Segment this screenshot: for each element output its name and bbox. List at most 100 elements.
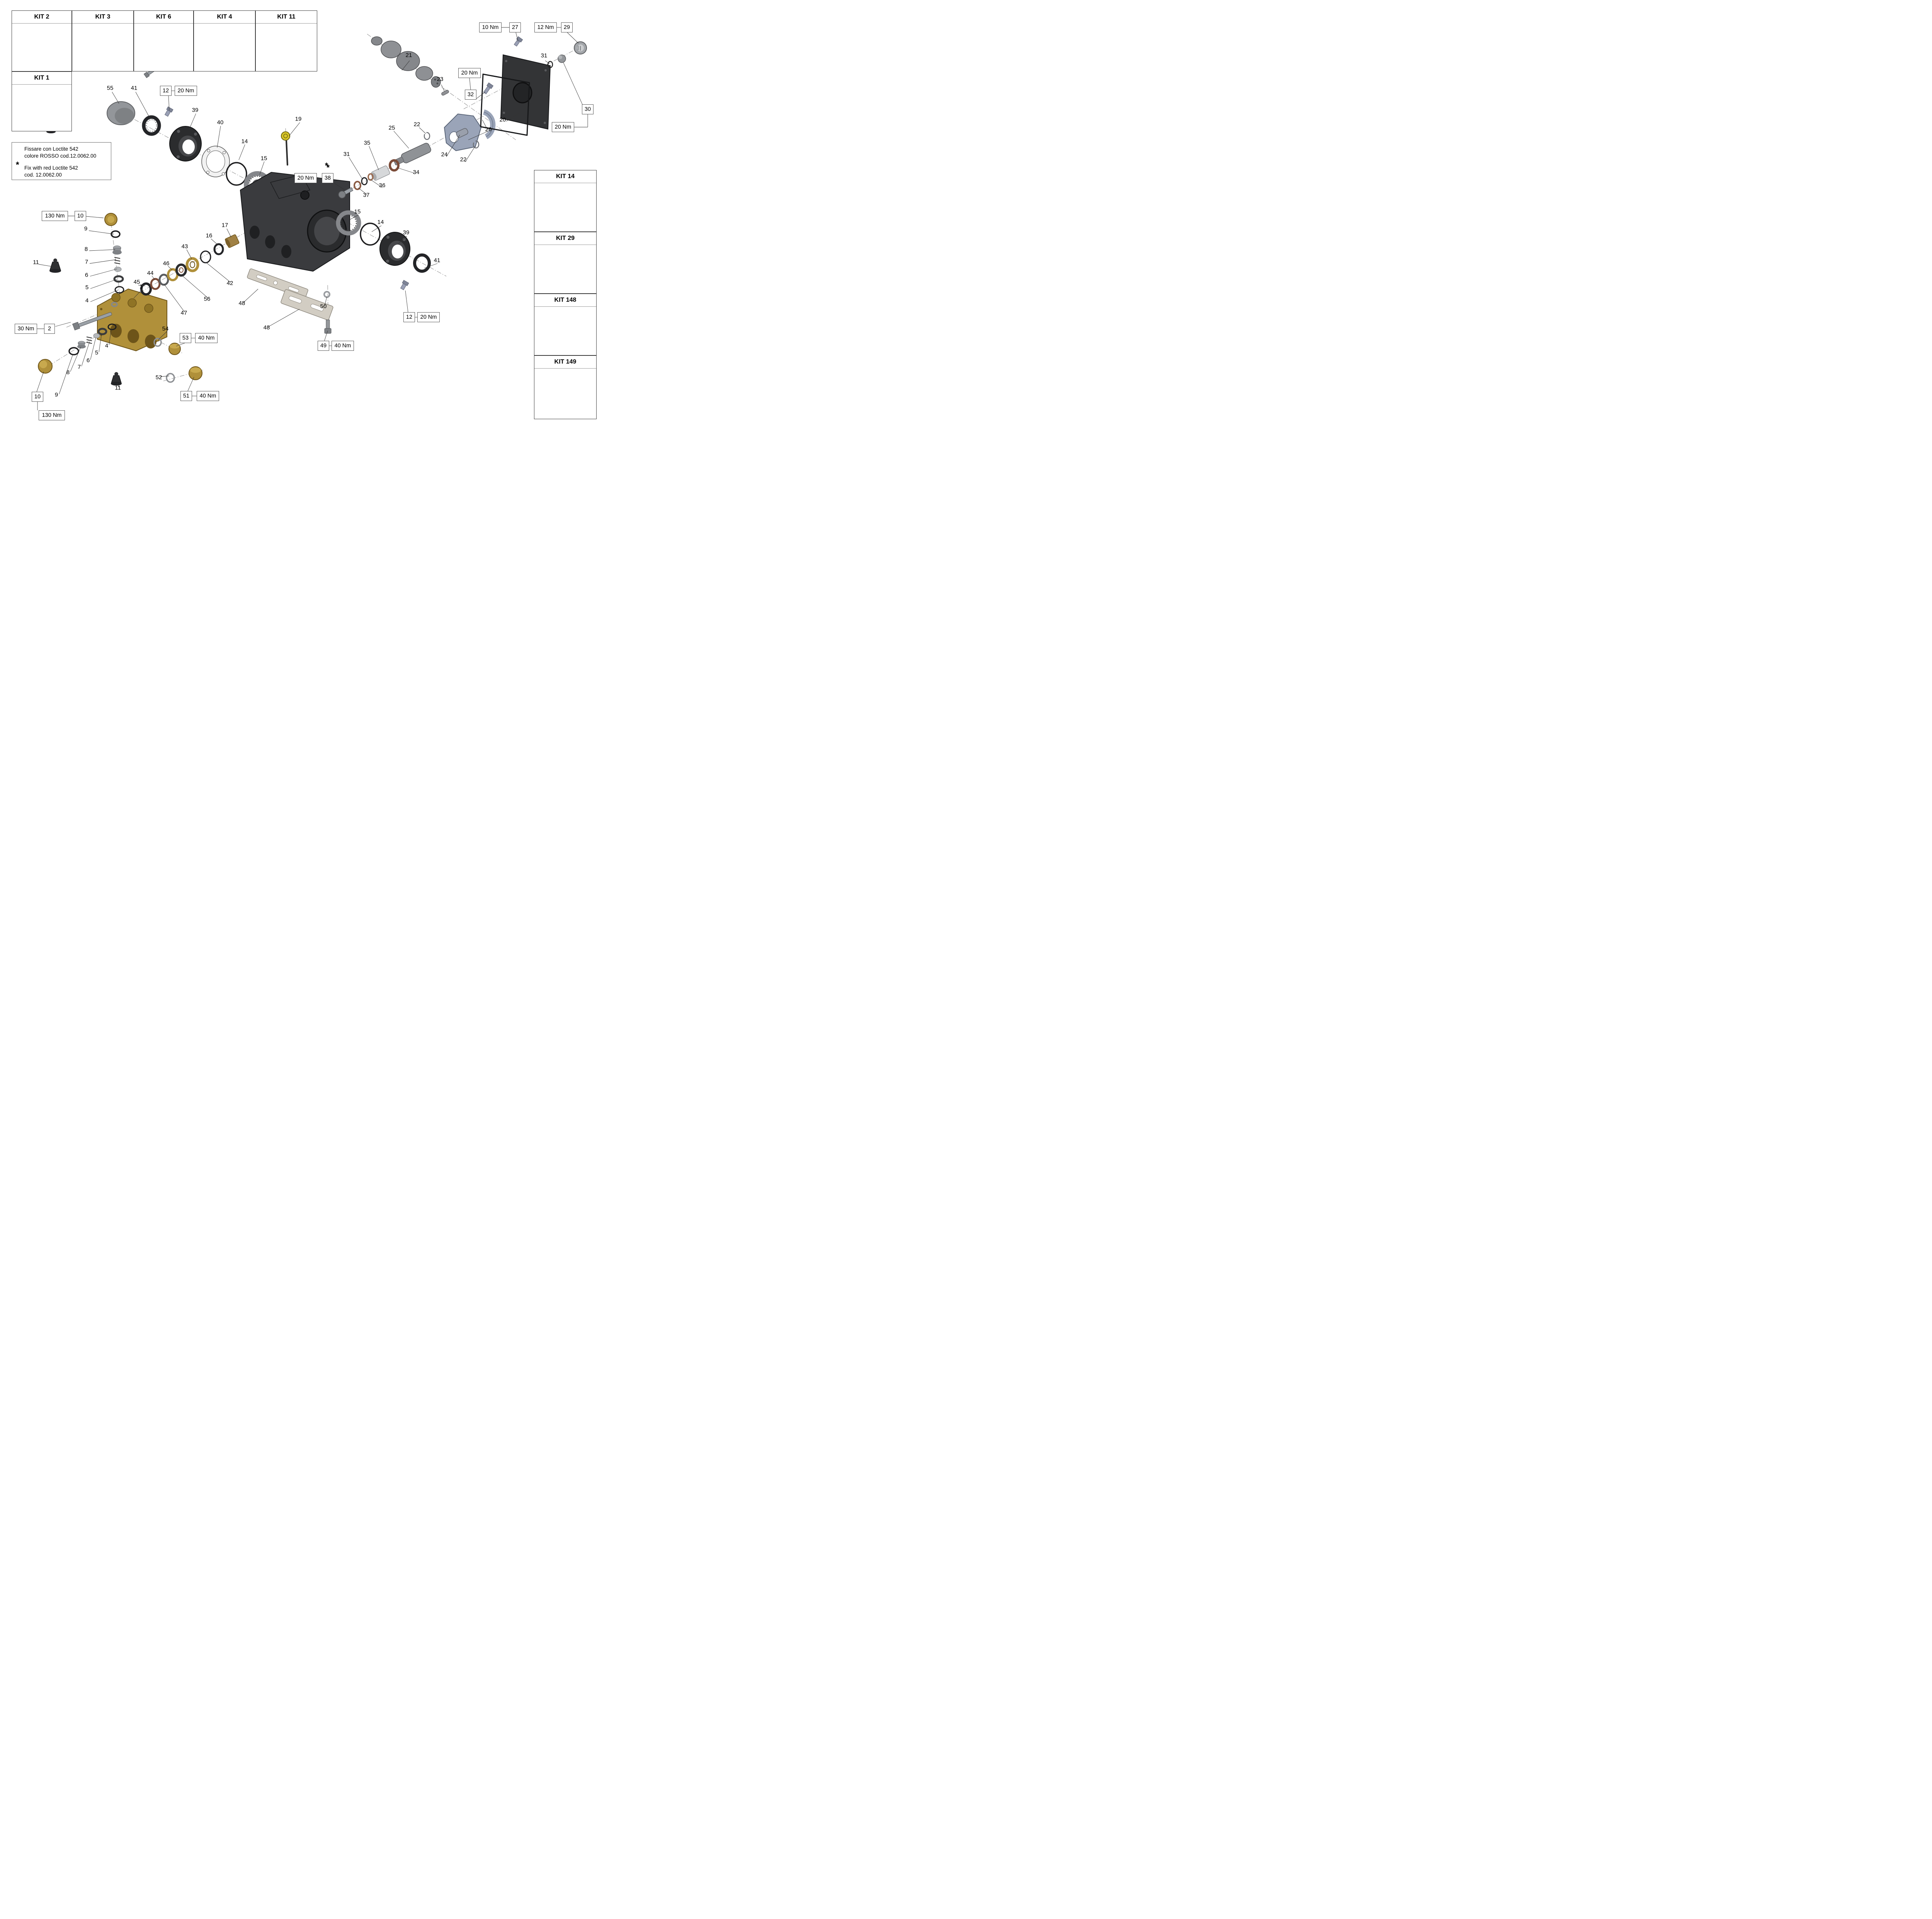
leader-line (90, 337, 96, 360)
kit-title: KIT 1 (12, 72, 71, 85)
part-box-49: 49 (318, 341, 329, 351)
kit-title: KIT 11 (256, 11, 317, 24)
o-ring-9-lower (68, 347, 79, 355)
leader-line (419, 127, 426, 134)
callout-1: 1 (139, 283, 143, 290)
kit-title: KIT 3 (72, 11, 133, 24)
callout-54: 54 (162, 325, 169, 332)
leader-line (186, 249, 192, 259)
o-ring-9-upper (111, 230, 121, 238)
note-it-line2: colore ROSSO cod.12.0062.00 (24, 153, 97, 159)
leader-line (99, 333, 102, 352)
leader-line (358, 187, 367, 195)
callout-6: 6 (86, 357, 90, 364)
washer-34 (389, 159, 400, 172)
asterisk-marker: * (326, 163, 330, 172)
callout-21: 21 (405, 52, 412, 59)
leader-line (268, 309, 300, 327)
callout-7: 7 (77, 364, 81, 371)
leader-line (567, 32, 579, 44)
kit-box-kit-1: KIT 1 (12, 71, 72, 131)
torque-box-40-nm: 40 Nm (195, 333, 218, 343)
oil-seal-41-right (413, 253, 431, 273)
seat-5-lower (97, 328, 107, 335)
torque-box-20-nm: 20 Nm (294, 173, 317, 183)
leader-line (181, 275, 209, 299)
o-ring-14-left (226, 162, 247, 186)
leader-line (289, 122, 300, 136)
callout-11: 11 (115, 384, 121, 391)
leader-line (135, 92, 150, 119)
callout-4: 4 (85, 297, 89, 304)
callout-56: 56 (204, 296, 211, 303)
callout-31: 31 (541, 52, 548, 59)
callout-20: 20 (499, 116, 506, 123)
callout-15: 15 (260, 155, 267, 162)
part-box-38: 38 (322, 173, 333, 183)
kit-box-kit-14: KIT 14 (534, 170, 597, 232)
brass-plug-53 (168, 343, 181, 355)
leader-line (38, 264, 53, 267)
callout-16: 16 (206, 232, 213, 239)
callout-41: 41 (131, 85, 138, 92)
leader-line (176, 343, 185, 347)
washer-47 (158, 274, 169, 286)
torque-box-20-nm: 20 Nm (458, 68, 481, 78)
loctite-note: * Fissare con Loctite 542 colore ROSSO c… (12, 142, 111, 180)
valve-8-lower (77, 341, 86, 348)
callout-22: 22 (413, 121, 420, 128)
disc-6-lower (93, 333, 100, 338)
bearing-flange-39-right (379, 232, 410, 266)
seat-5-upper (113, 275, 124, 283)
kit-box-kit-2: KIT 2 (12, 10, 72, 71)
o-ring-4-lower (107, 323, 117, 330)
callout-39: 39 (403, 229, 410, 236)
leader-line (168, 266, 173, 270)
kit-title: KIT 4 (194, 11, 255, 24)
leader-line (243, 289, 259, 303)
brass-manifold-1 (97, 288, 167, 352)
leader-line (226, 228, 231, 238)
brass-plug-10-lower (38, 359, 53, 374)
leader-line (217, 126, 221, 148)
cover-gasket-20 (480, 73, 530, 136)
leader-line (160, 376, 170, 377)
asterisk-marker: * (325, 161, 328, 170)
callout-7: 7 (85, 258, 88, 265)
callout-47: 47 (180, 309, 187, 316)
leader-line (350, 214, 359, 220)
torque-box-40-nm: 40 Nm (332, 341, 354, 351)
leader-line (349, 157, 363, 180)
part-box-12: 12 (403, 312, 415, 322)
leader-line (117, 383, 119, 388)
leader-line (371, 225, 382, 232)
circlip-22-left (423, 132, 430, 140)
callout-4: 4 (105, 342, 109, 349)
kit-box-kit-29: KIT 29 (534, 232, 597, 294)
leader-line (164, 284, 185, 313)
callout-50: 50 (320, 303, 327, 310)
exploded-parts-diagram: * Fissare con Loctite 542 colore ROSSO c… (0, 0, 598, 423)
leader-line (259, 161, 265, 175)
kit-box-kit-3: KIT 3 (72, 10, 134, 71)
brass-bushing-17 (225, 234, 240, 248)
callout-9: 9 (54, 391, 58, 398)
torque-box-40-nm: 40 Nm (197, 391, 219, 401)
oil-dipstick-19 (281, 131, 290, 166)
callout-22: 22 (460, 156, 467, 163)
leader-line (446, 134, 460, 157)
callout-40: 40 (217, 119, 224, 126)
sight-cap-29 (574, 41, 587, 54)
leader-line (424, 263, 438, 269)
seal-16-mid (213, 243, 224, 255)
leader-line (88, 230, 114, 235)
washer-37 (354, 181, 361, 190)
callout-48: 48 (238, 300, 245, 307)
o-ring-14-right (360, 223, 381, 246)
leader-line (393, 131, 409, 149)
leader-line (36, 371, 44, 392)
kit-box-kit-6: KIT 6 (134, 10, 194, 71)
circlip-22-right (473, 140, 480, 149)
kit-title: KIT 6 (134, 11, 193, 24)
callout-31: 31 (343, 151, 350, 158)
